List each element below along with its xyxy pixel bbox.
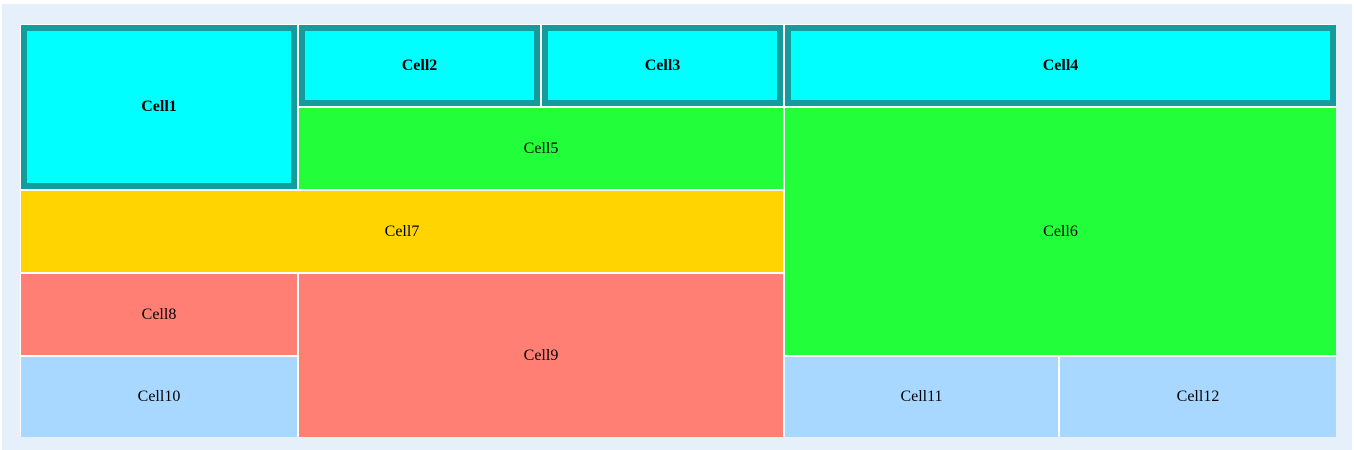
cell-4: Cell4 [785,25,1336,106]
cell-6: Cell6 [785,108,1336,355]
cell-5: Cell5 [299,108,783,189]
cell-1: Cell1 [21,25,297,189]
cell-10: Cell10 [21,357,297,437]
cell-12: Cell12 [1060,357,1336,437]
cell-8: Cell8 [21,274,297,355]
page-background: Cell1 Cell2 Cell3 Cell4 Cell5 Cell6 Cell… [2,4,1352,450]
cell-9: Cell9 [299,274,783,437]
cell-2: Cell2 [299,25,540,106]
cell-11: Cell11 [785,357,1058,437]
cell-3: Cell3 [542,25,783,106]
cell-7: Cell7 [21,191,783,272]
layout-grid: Cell1 Cell2 Cell3 Cell4 Cell5 Cell6 Cell… [20,24,1336,437]
